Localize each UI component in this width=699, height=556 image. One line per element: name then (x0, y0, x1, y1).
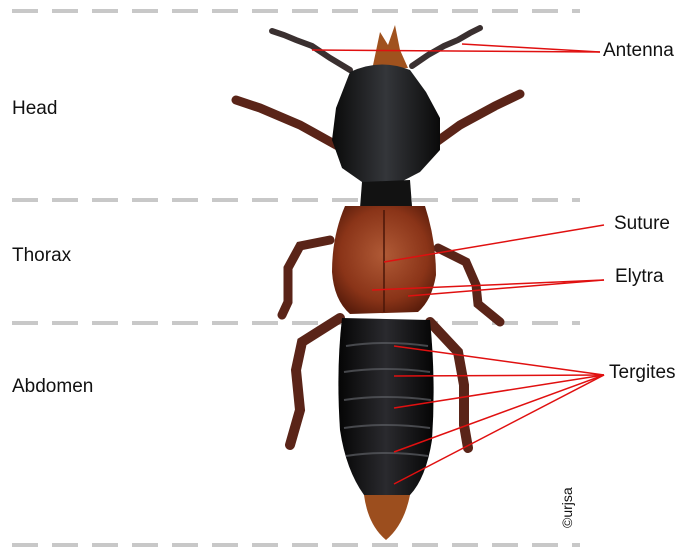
beetle-head (332, 64, 440, 185)
region-label-thorax: Thorax (12, 245, 71, 267)
leader-tergite-2 (394, 375, 604, 376)
mandible-tuft (372, 25, 408, 70)
part-label-elytra: Elytra (615, 266, 664, 288)
leader-antenna-left (312, 50, 600, 52)
beetle-neck (360, 180, 412, 208)
part-label-suture: Suture (614, 213, 670, 235)
part-label-tergites: Tergites (609, 362, 676, 384)
left-middle-leg (282, 240, 330, 315)
left-hind-leg (290, 318, 340, 445)
right-hind-leg (430, 322, 468, 448)
right-antenna (412, 28, 480, 66)
region-label-abdomen: Abdomen (12, 376, 93, 398)
abdomen-tip (364, 495, 410, 540)
beetle-illustration (236, 25, 520, 540)
right-front-leg (428, 94, 520, 148)
leader-elytra-2 (408, 280, 604, 296)
left-front-leg (236, 100, 345, 150)
copyright-credit: ©urjsa (559, 487, 575, 528)
region-dividers (12, 11, 580, 545)
part-label-antenna: Antenna (603, 40, 674, 62)
region-label-head: Head (12, 98, 57, 120)
